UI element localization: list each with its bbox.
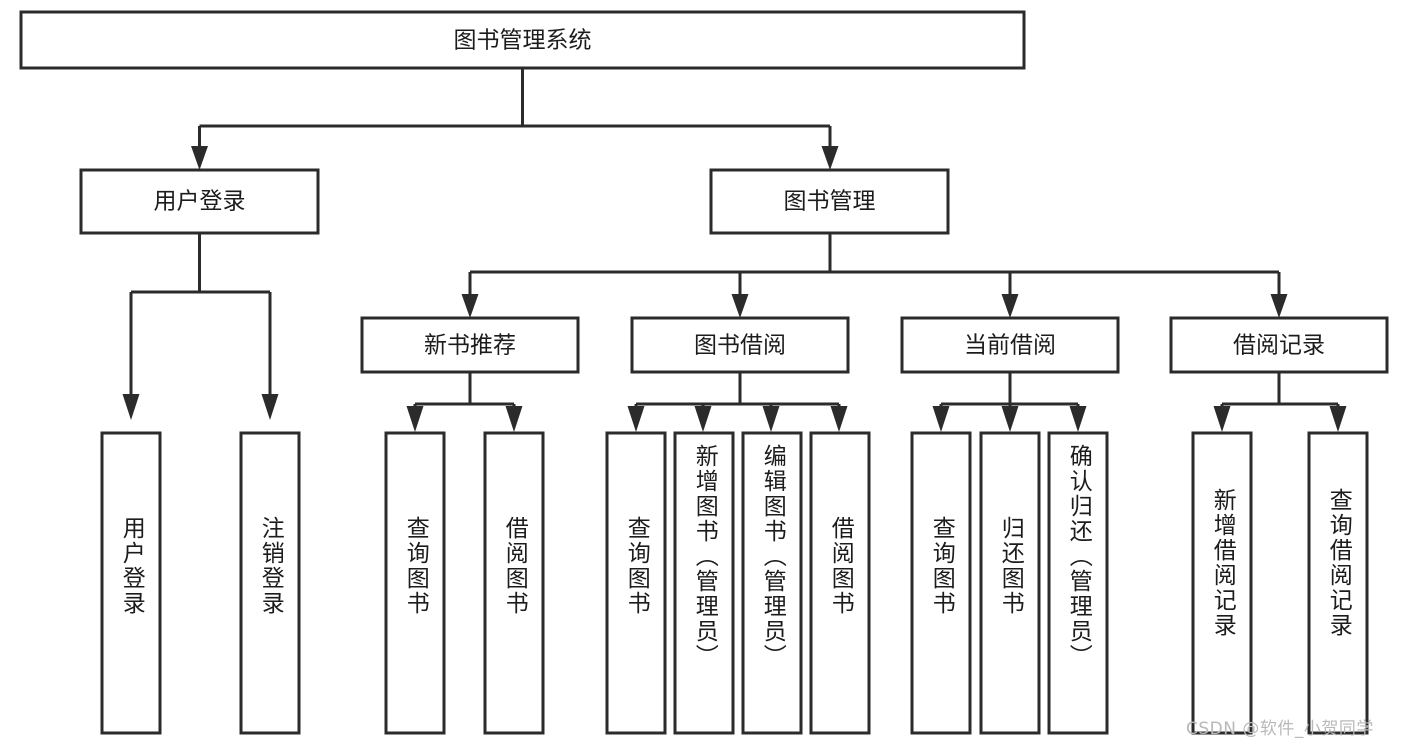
arrow-to-book-borrow — [731, 294, 749, 318]
arrow-leaf-borrow-book-1 — [505, 406, 523, 432]
node-label-borrow-record: 借阅记录 — [1233, 333, 1325, 359]
node-label-new-book-recommend: 新书推荐 — [424, 333, 516, 359]
node-box-leaf-confirm-return[interactable] — [1047, 431, 1109, 735]
arrow-leaf-confirm-return — [1069, 406, 1087, 432]
arrow-to-new-book-recommend — [461, 294, 479, 318]
node-box-new-book-recommend[interactable] — [360, 316, 580, 374]
connectors-current-borrow-to-leaves — [932, 372, 1087, 432]
node-box-leaf-borrow-book-1[interactable] — [483, 431, 545, 735]
node-label-book-borrow: 图书借阅 — [694, 333, 786, 359]
node-label-root: 图书管理系统 — [454, 28, 592, 54]
arrow-to-user-login — [191, 146, 208, 170]
arrow-leaf-query-book-1 — [406, 406, 424, 432]
arrow-leaf-borrow-book-2 — [830, 406, 848, 432]
node-box-leaf-add-record[interactable] — [1191, 431, 1253, 735]
node-box-user-login[interactable] — [79, 168, 320, 235]
arrow-leaf-user-login — [122, 394, 140, 420]
connectors-book-borrow-to-leaves — [627, 372, 848, 432]
node-box-leaf-edit-book[interactable] — [741, 431, 803, 735]
csdn-watermark: CSDN @软件_小贺同学 — [1186, 719, 1374, 739]
node-box-current-borrow[interactable] — [900, 316, 1120, 374]
arrow-leaf-add-book — [694, 406, 712, 432]
arrow-leaf-query-book-2 — [627, 406, 645, 432]
node-box-leaf-borrow-book-2[interactable] — [809, 431, 871, 735]
connectors-root-to-level2 — [191, 68, 839, 170]
node-box-leaf-query-book-2[interactable] — [605, 431, 667, 735]
node-label-current-borrow: 当前借阅 — [964, 333, 1056, 359]
node-box-leaf-return-book[interactable] — [979, 431, 1041, 735]
node-box-root[interactable] — [19, 10, 1026, 70]
arrow-leaf-logout — [261, 394, 279, 420]
arrow-leaf-edit-book — [762, 406, 780, 432]
node-label-book-manage: 图书管理 — [784, 189, 876, 215]
arrow-to-borrow-record — [1270, 294, 1288, 318]
node-box-book-manage[interactable] — [709, 168, 950, 235]
arrow-to-book-manage — [821, 146, 839, 170]
node-label-user-login: 用户登录 — [154, 189, 246, 215]
connectors-new-book-to-leaves — [406, 372, 523, 432]
node-box-leaf-query-book-3[interactable] — [910, 431, 972, 735]
node-box-leaf-logout[interactable] — [239, 431, 301, 735]
connectors-user-login-to-leaves — [122, 233, 279, 420]
connectors-borrow-record-to-leaves — [1213, 372, 1347, 432]
arrow-leaf-add-record — [1213, 406, 1231, 432]
connectors-book-manage-to-level3 — [461, 233, 1288, 318]
arrow-to-current-borrow — [1001, 294, 1019, 318]
node-box-book-borrow[interactable] — [630, 316, 850, 374]
node-box-leaf-add-book[interactable] — [673, 431, 735, 735]
arrow-leaf-return-book — [1001, 406, 1019, 432]
node-box-borrow-record[interactable] — [1169, 316, 1389, 374]
arrow-leaf-query-record — [1329, 406, 1347, 432]
node-box-leaf-query-record[interactable] — [1307, 431, 1369, 735]
node-box-leaf-query-book-1[interactable] — [384, 431, 446, 735]
node-box-leaf-user-login[interactable] — [100, 431, 162, 735]
arrow-leaf-query-book-3 — [932, 406, 950, 432]
